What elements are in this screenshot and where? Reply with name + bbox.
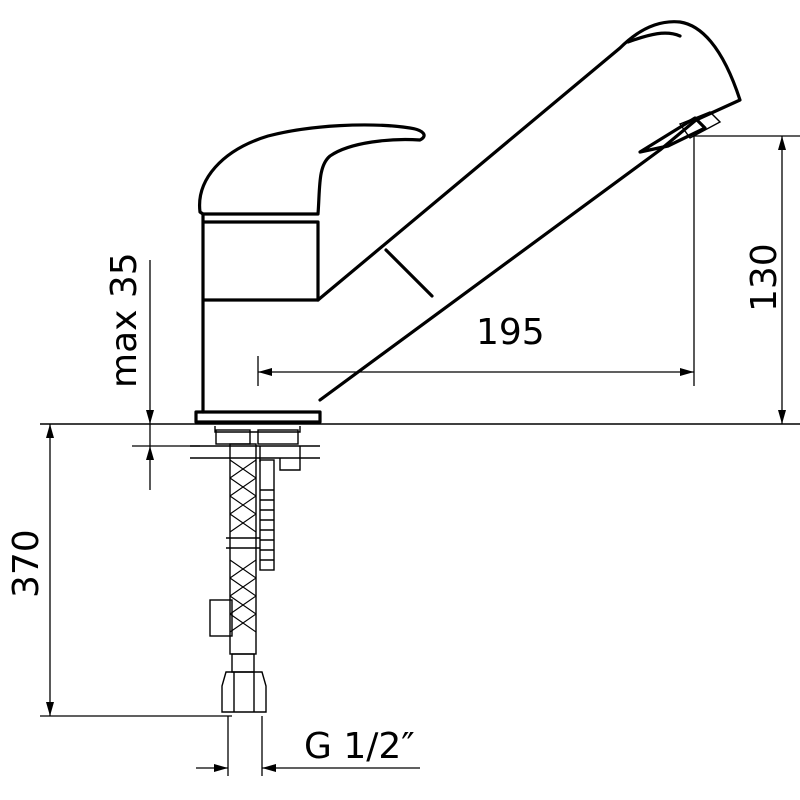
aerator xyxy=(638,116,707,154)
spout-joint xyxy=(384,248,434,298)
dimension-370: 370 xyxy=(6,424,232,717)
connection-nut xyxy=(221,671,267,713)
spout-tip-line xyxy=(626,31,682,44)
dimension-thread: G 1/2″ xyxy=(196,716,420,776)
spout xyxy=(316,20,742,402)
dimension-max-35: max 35 xyxy=(104,252,200,490)
spout-height-label: 130 xyxy=(744,243,785,312)
reach-label: 195 xyxy=(476,312,545,353)
lever-handle xyxy=(198,123,426,216)
dimension-195: 195 xyxy=(257,136,695,386)
max-thickness-label: max 35 xyxy=(104,252,145,388)
total-height-label: 370 xyxy=(6,529,47,598)
dimension-130: 130 xyxy=(694,135,800,424)
check-valve xyxy=(209,599,233,637)
under-counter-fittings xyxy=(190,426,320,713)
faucet-body xyxy=(194,212,322,424)
thread-label: G 1/2″ xyxy=(304,726,415,767)
